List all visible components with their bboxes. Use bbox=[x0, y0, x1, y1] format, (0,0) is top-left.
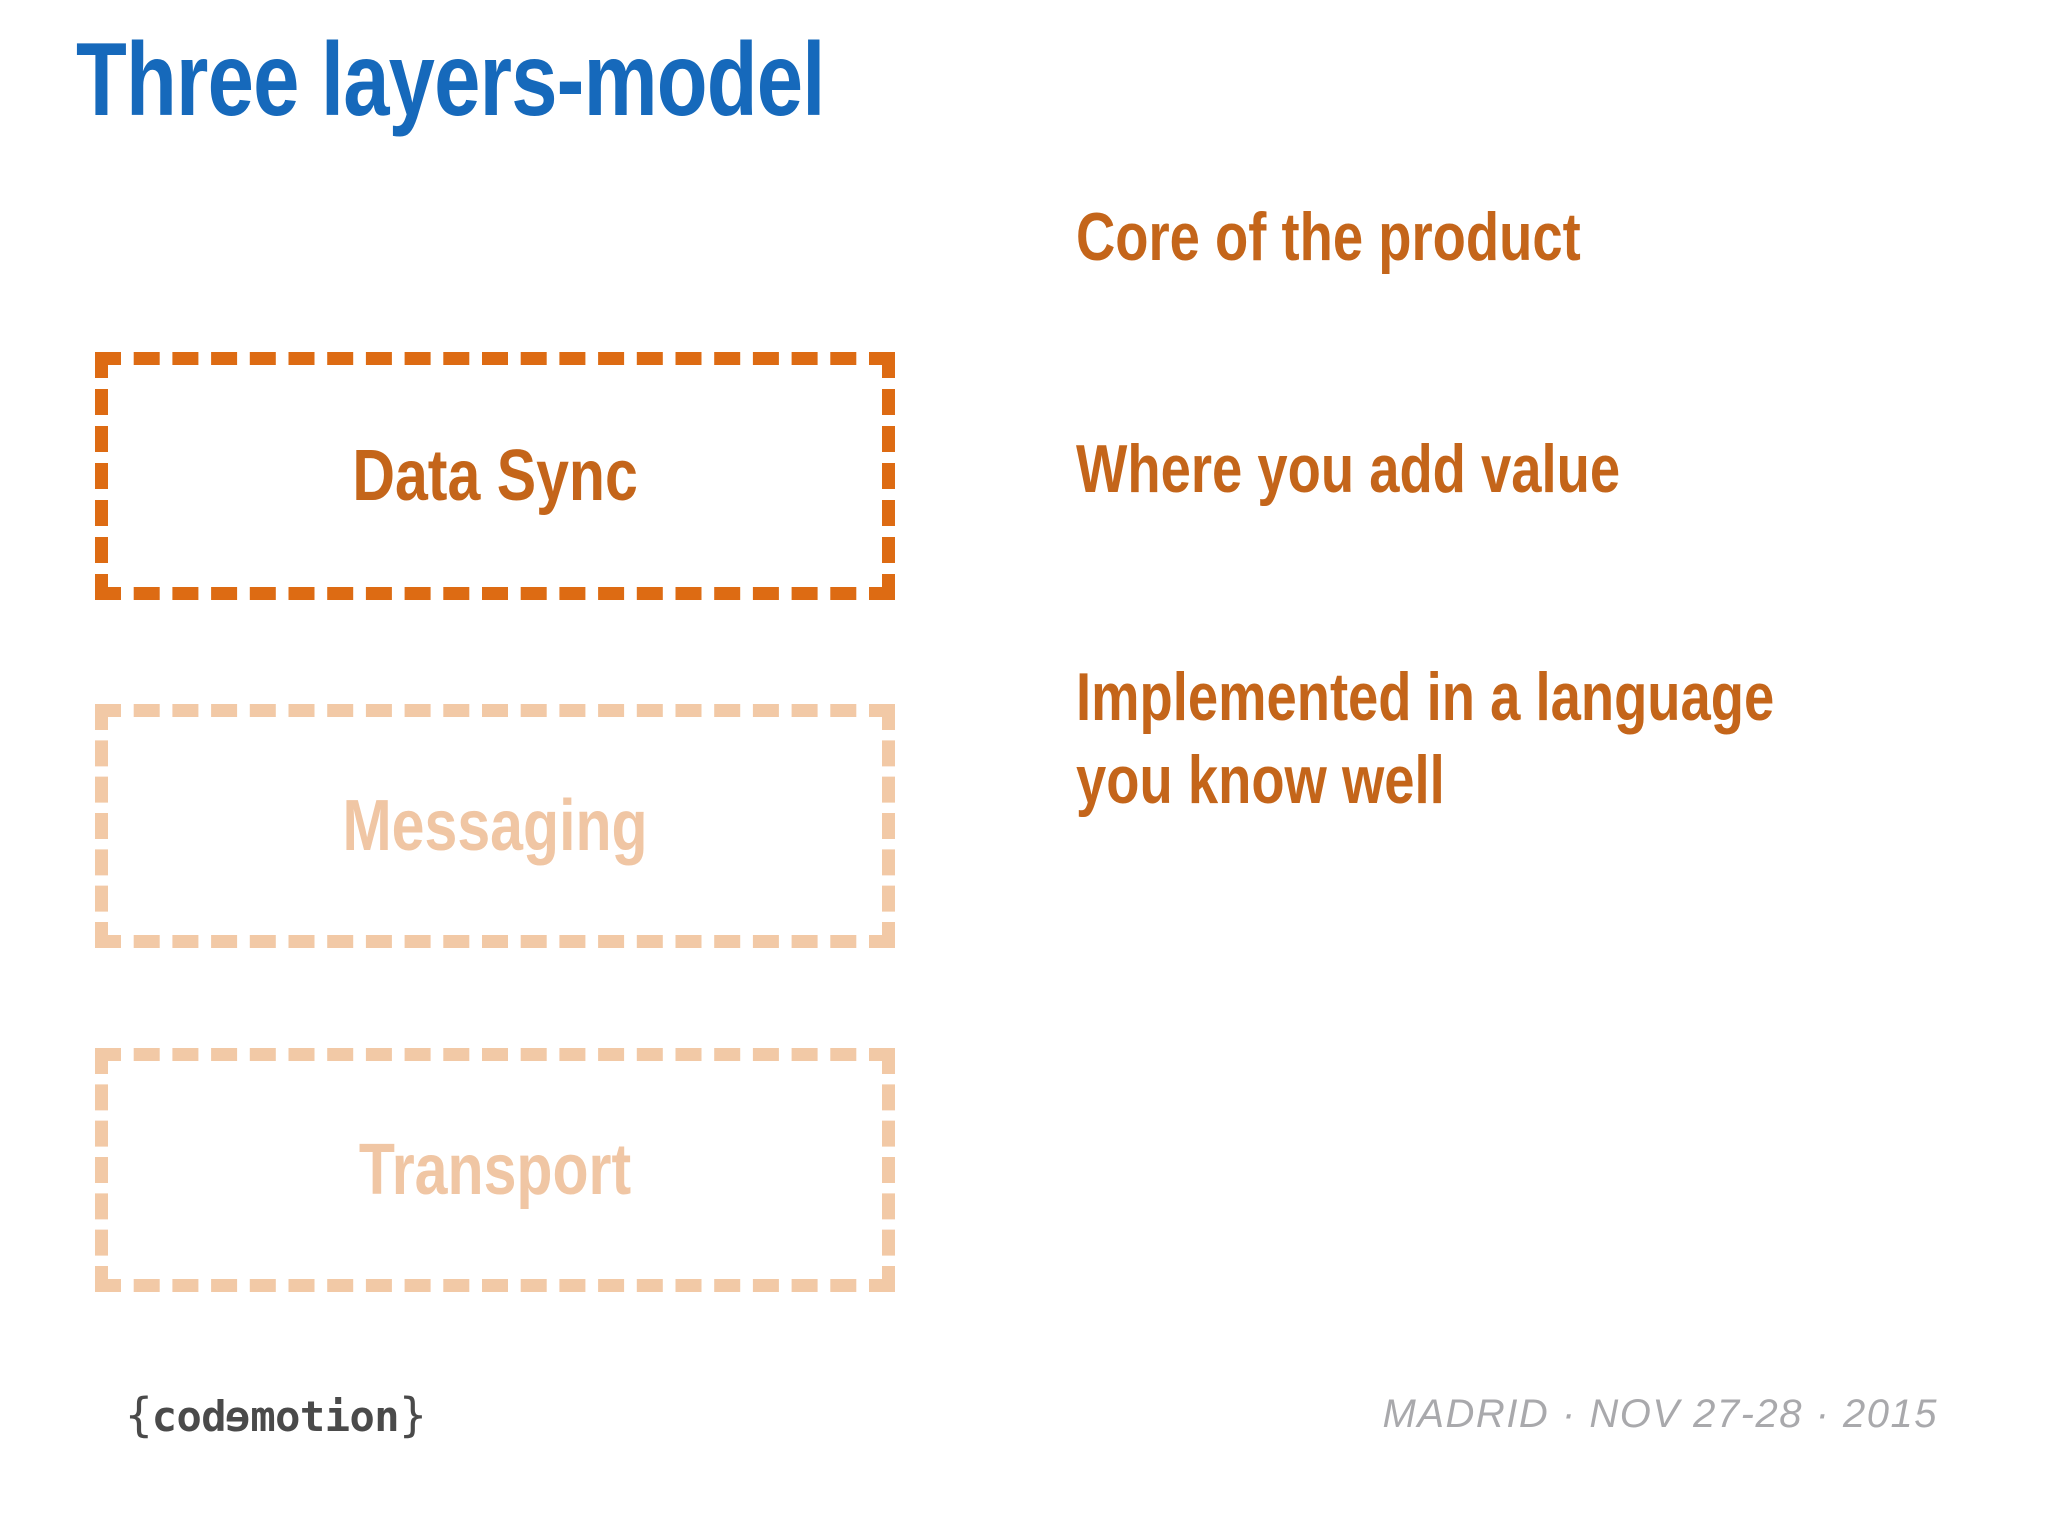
layer-label-messaging: Messaging bbox=[342, 786, 648, 866]
annotation-core-of-the-product: Core of the product bbox=[1076, 199, 1581, 275]
annotation-where-you-add-value: Where you add value bbox=[1076, 431, 1621, 507]
logo-open-brace: { bbox=[125, 1388, 153, 1442]
layer-label-data-sync: Data Sync bbox=[352, 436, 638, 516]
logo-mirrored-e-icon: e bbox=[226, 1392, 251, 1441]
logo-close-brace: } bbox=[399, 1388, 427, 1442]
layer-box-messaging[interactable]: Messaging bbox=[95, 704, 895, 948]
logo-text-part1: cod bbox=[151, 1392, 227, 1441]
layer-box-data-sync[interactable]: Data Sync bbox=[95, 352, 895, 600]
layer-box-transport[interactable]: Transport bbox=[95, 1048, 895, 1292]
layer-stack: Data Sync Messaging Transport bbox=[95, 352, 895, 1392]
annotation-implemented-in-a-language: Implemented in a language you know well bbox=[1076, 659, 1775, 818]
footer-event-info: MADRID · NOV 27-28 · 2015 bbox=[1382, 1392, 1938, 1436]
logo-text-part2: motion bbox=[250, 1392, 400, 1441]
page-title: Three layers-model bbox=[76, 22, 825, 138]
layer-label-transport: Transport bbox=[358, 1130, 632, 1210]
